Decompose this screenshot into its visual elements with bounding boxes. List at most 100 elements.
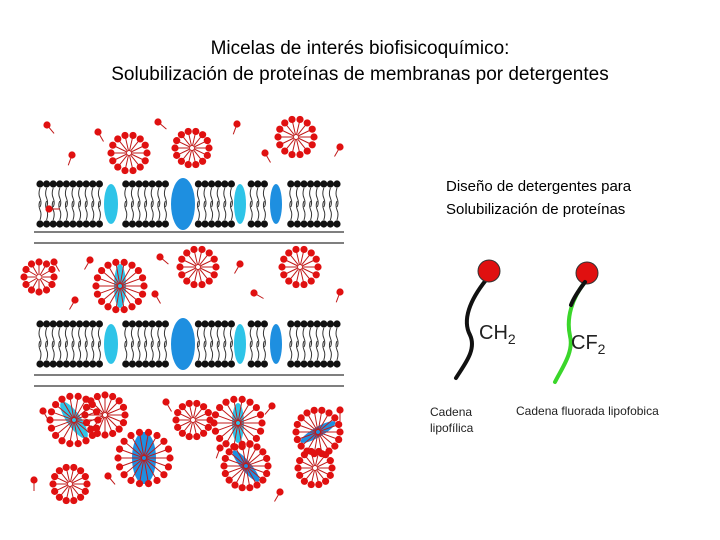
monomer-head: [154, 118, 162, 126]
monomer-head: [68, 151, 76, 159]
fluorinated-chain-label: Cadena fluorada lipofobica: [516, 404, 659, 418]
detergent-tail: [302, 461, 314, 468]
detergent-tail: [54, 412, 73, 420]
detergent-tail: [188, 134, 193, 147]
lipid-head: [287, 360, 295, 368]
detergent-head: [310, 450, 318, 458]
lipid-head: [69, 360, 77, 368]
lipid-head: [49, 180, 57, 188]
lipid-tail: [223, 340, 227, 361]
lipid-tail: [71, 200, 75, 221]
detergent-head: [285, 249, 293, 257]
detergent-tail: [296, 124, 306, 136]
detergent-monomer: [30, 476, 38, 491]
detergent-head: [292, 428, 300, 436]
detergent-tail: [302, 468, 314, 475]
detergent-tail: [126, 442, 143, 458]
detergent-tail: [145, 442, 162, 458]
detergent-head: [331, 442, 339, 450]
detergent-tail: [299, 425, 317, 432]
lipid-tail: [97, 187, 101, 208]
detergent-head: [120, 258, 128, 266]
detergent-head: [93, 392, 101, 401]
monomer-head: [43, 121, 51, 129]
lipid-head: [36, 220, 44, 228]
monomer-head: [233, 120, 241, 128]
membrane-protein: [232, 403, 244, 443]
detergent-head: [121, 411, 129, 419]
membrane-protein: [171, 318, 195, 370]
detergent-head: [49, 480, 57, 488]
lipid-head: [62, 180, 70, 188]
lipid-head: [36, 360, 44, 368]
membrane-protein: [60, 401, 88, 439]
detergent-tail: [239, 423, 258, 431]
detergent-head: [134, 297, 142, 306]
detergent-tail: [39, 278, 46, 288]
monomer-head: [104, 472, 112, 480]
lipid-tail: [124, 187, 128, 208]
cf2-sub: 2: [597, 341, 606, 357]
detergent-head: [318, 406, 326, 414]
lipid-tail: [163, 187, 167, 208]
detergent-tail: [301, 267, 314, 274]
detergent-head: [335, 420, 343, 429]
detergent-tail: [63, 401, 74, 419]
lipid-head: [148, 220, 156, 228]
detergent-tail: [188, 254, 198, 266]
lipid-head: [313, 220, 321, 228]
lipid-head: [135, 220, 143, 228]
detergent-head: [22, 280, 30, 289]
detergent-tail: [132, 459, 144, 479]
detergent-head: [184, 160, 192, 169]
detergent-tail: [305, 469, 315, 480]
detergent-tail: [115, 287, 121, 307]
lipid-head: [142, 320, 150, 328]
detergent-tail: [130, 153, 143, 160]
detergent-head: [93, 274, 102, 282]
lipid-tail: [309, 340, 313, 361]
lipid-tail: [229, 187, 233, 208]
detergent-head: [160, 437, 168, 445]
membrane-protein: [171, 178, 195, 230]
detergent-tail: [119, 265, 125, 285]
detergent-tail: [295, 122, 300, 136]
detergent-tail: [301, 260, 314, 267]
detergent-tail: [237, 402, 243, 422]
detergent-tail: [314, 454, 319, 467]
detergent-head: [109, 392, 117, 401]
lipid-tail: [216, 327, 220, 348]
detergent-tail: [319, 425, 337, 432]
detergent-head: [198, 157, 207, 165]
monomer-head: [268, 402, 276, 410]
lipid-tail: [130, 187, 134, 208]
detergent-head: [221, 454, 229, 463]
lipid-head: [56, 180, 64, 188]
lipid-head: [214, 220, 222, 228]
detergent-tail: [246, 467, 256, 483]
detergent-head: [48, 280, 56, 289]
detergent-head: [198, 131, 207, 139]
detergent-head: [293, 435, 301, 444]
detergent-head: [199, 403, 208, 411]
lipid-head: [76, 360, 84, 368]
detergent-head: [82, 419, 91, 427]
lipid-head: [320, 180, 328, 188]
lipid-head: [161, 320, 169, 328]
detergent-tail: [182, 136, 192, 147]
detergent-head: [280, 255, 288, 263]
detergent-head: [264, 462, 272, 470]
detergent-head: [74, 392, 82, 400]
detergent-head: [76, 493, 85, 501]
lipid-head: [128, 220, 136, 228]
cf2-base: CF: [571, 332, 598, 354]
detergent-head: [177, 157, 186, 165]
detergent-tail: [319, 432, 337, 439]
detergent-tail: [143, 459, 149, 481]
lipid-head: [333, 320, 341, 328]
detergent-head: [87, 425, 95, 433]
detergent-tail: [73, 421, 79, 441]
detergent-tail: [194, 420, 206, 427]
lipid-tail: [196, 327, 200, 348]
detergent-head: [120, 306, 128, 314]
